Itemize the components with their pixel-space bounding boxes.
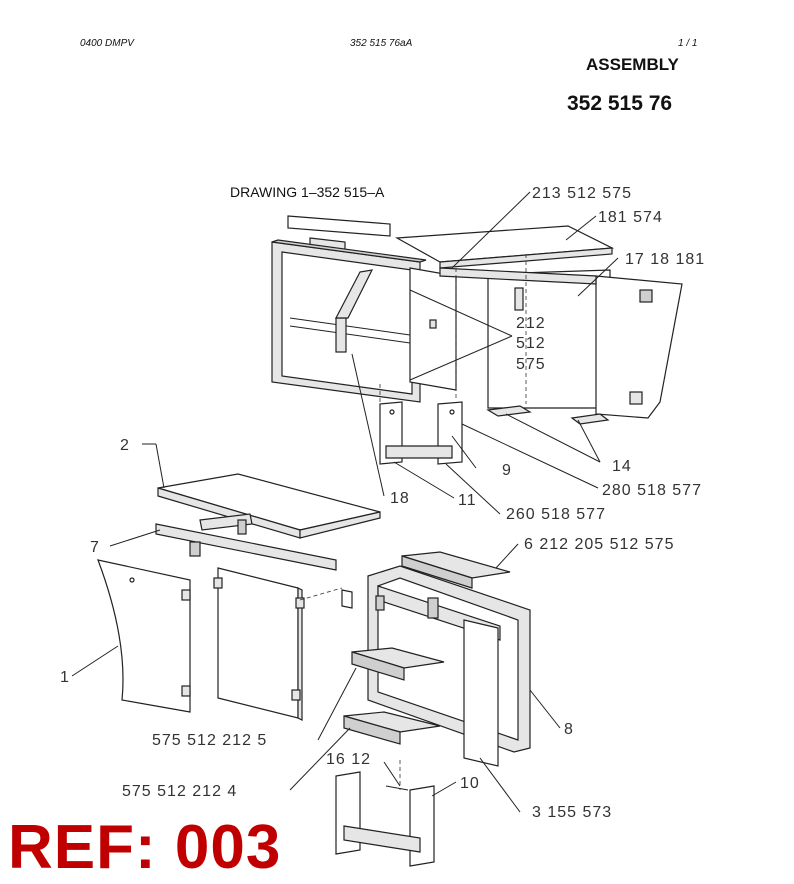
callout-1: 1 <box>60 669 70 686</box>
page-number: 1 / 1 <box>678 38 698 49</box>
drawing-code: 352 515 76aA <box>350 38 413 49</box>
callout-10: 10 <box>460 775 480 792</box>
right-frame-part <box>439 267 683 419</box>
top-platform-part <box>157 473 381 539</box>
callout-6: 6 212 205 512 575 <box>524 536 674 553</box>
callout-181: 181 574 <box>598 209 663 226</box>
doc-code: 0400 DMPV <box>80 38 134 49</box>
top-step-part <box>401 551 511 589</box>
callout-260: 260 518 577 <box>506 506 606 523</box>
callout-213: 213 512 575 <box>532 185 632 202</box>
callout-7: 7 <box>90 539 100 556</box>
left-frame-part <box>271 239 427 403</box>
drawing-label: DRAWING 1–352 515–A <box>230 184 385 200</box>
callout-18: 18 <box>390 490 410 507</box>
callout-212: 212 <box>516 315 546 332</box>
door-panel-part <box>213 567 305 721</box>
front-panel-part <box>341 589 499 767</box>
assembly-title: ASSEMBLY <box>586 55 679 74</box>
side-panel-part <box>97 559 191 713</box>
callout-17: 17 18 181 <box>625 251 705 268</box>
middle-step-part <box>351 647 445 681</box>
assembly-number: 352 515 76 <box>567 92 673 115</box>
lower-step-part <box>343 711 441 745</box>
callout-14: 14 <box>612 458 632 475</box>
callout-280: 280 518 577 <box>602 482 702 499</box>
support-bracket-part <box>486 405 610 425</box>
callout-2: 2 <box>120 437 130 454</box>
callout-512: 512 <box>516 335 546 352</box>
frame-rail-part <box>155 513 337 571</box>
callout-9: 9 <box>502 462 512 479</box>
callout-575: 575 <box>516 356 546 373</box>
callout-11: 11 <box>458 492 477 509</box>
lower-bracket-part <box>335 771 435 867</box>
callout-5: 575 512 212 5 <box>152 732 267 749</box>
callout-4: 575 512 212 4 <box>122 783 237 800</box>
callout-3: 3 155 573 <box>532 804 612 821</box>
foot-bracket-part <box>379 401 463 465</box>
callout-8: 8 <box>564 721 574 738</box>
callout-16-12: 16 12 <box>326 751 371 768</box>
reference-label: REF: 003 <box>8 813 282 882</box>
